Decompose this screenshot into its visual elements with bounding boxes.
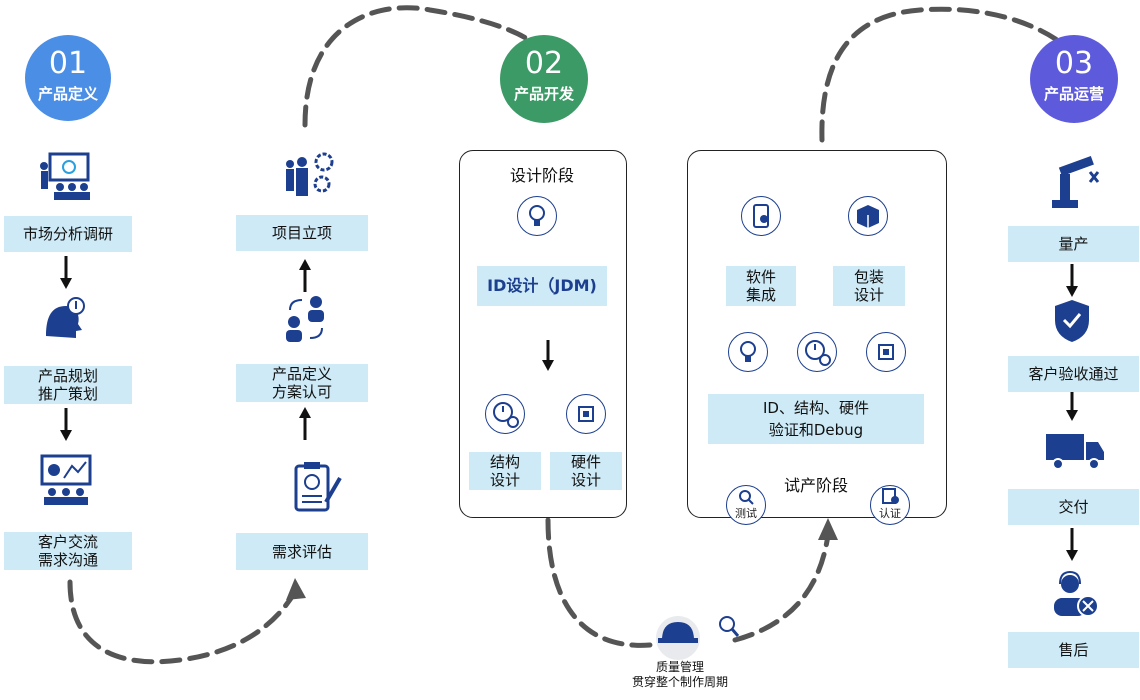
arrow-down-icon [542,340,554,371]
team-gears-icon [286,152,334,196]
delivery-truck-icon [1046,434,1104,470]
magnify-check-icon [739,490,754,505]
certification-badge: 认证 [870,485,910,525]
test-label: 测试 [735,507,757,520]
stage-02-circle: 02 产品开发 [500,35,588,123]
stage-03-circle: 03 产品运营 [1030,35,1118,123]
stage-number: 02 [524,46,564,81]
phone-touch-icon [741,196,781,236]
market-research-label: 市场分析调研 [4,216,132,252]
customer-communication-label: 客户交流 需求沟通 [4,532,132,570]
stage-title: 产品定义 [37,85,98,103]
customer-acceptance-label: 客户验收通过 [1008,356,1139,392]
arrow-up-icon [299,259,311,292]
people-exchange-icon [286,296,324,342]
trial-stage-title: 试产阶段 [783,476,848,495]
id-design-label: ID设计（JDM) [477,266,607,306]
robot-arm-icon [1052,155,1100,208]
mass-production-label: 量产 [1008,226,1139,262]
arrow-down-icon [1066,392,1078,421]
head-idea-icon [46,297,85,338]
certification-label: 认证 [879,507,901,520]
verification-debug-label: ID、结构、硬件 验证和Debug [708,394,924,444]
clock-gear-icon [485,394,525,434]
package-design-label: 包装 设计 [833,266,905,306]
design-stage-title: 设计阶段 [509,166,574,185]
requirement-assessment-label: 需求评估 [236,533,368,570]
arrow-down-icon [1066,528,1078,561]
stage-title: 产品开发 [513,85,574,103]
product-planning-label: 产品规划 推广策划 [4,366,132,404]
certificate-icon [882,488,899,504]
meeting-chart-icon [40,454,92,505]
stage-number: 03 [1054,46,1094,81]
support-agent-icon [1054,570,1099,617]
stage-number: 01 [48,46,88,81]
shield-check-icon [1055,300,1089,342]
chip-icon [866,332,906,372]
arrow-down-icon [1066,264,1078,297]
quality-management-label: 质量管理 贯穿整个制作周期 [600,660,760,690]
magnify-search-icon [719,616,740,637]
hardhat-worker-icon [656,616,700,660]
clock-gear-icon [797,332,837,372]
software-integration-label: 软件 集成 [726,266,796,306]
stage-title: 产品运营 [1043,85,1104,103]
structure-design-label: 结构 设计 [469,452,541,490]
presentation-icon [40,152,90,200]
chip-icon [566,394,606,434]
hardware-design-label: 硬件 设计 [550,452,622,490]
after-sales-label: 售后 [1008,632,1139,668]
quality-line1: 质量管理 [655,660,704,674]
arrow-down-icon [60,256,72,289]
lightbulb-icon [728,332,768,372]
arrow-down-icon [60,408,72,441]
project-approval-label: 项目立项 [236,215,368,251]
test-badge: 测试 [726,485,766,525]
arrow-up-icon [299,407,311,440]
lightbulb-icon [517,196,557,236]
package-box-icon [848,196,888,236]
clipboard-pen-icon [294,462,342,512]
delivery-label: 交付 [1008,489,1139,525]
product-definition-label: 产品定义 方案认可 [236,364,368,402]
stage-01-circle: 01 产品定义 [25,35,111,121]
quality-line2: 贯穿整个制作周期 [631,675,728,689]
